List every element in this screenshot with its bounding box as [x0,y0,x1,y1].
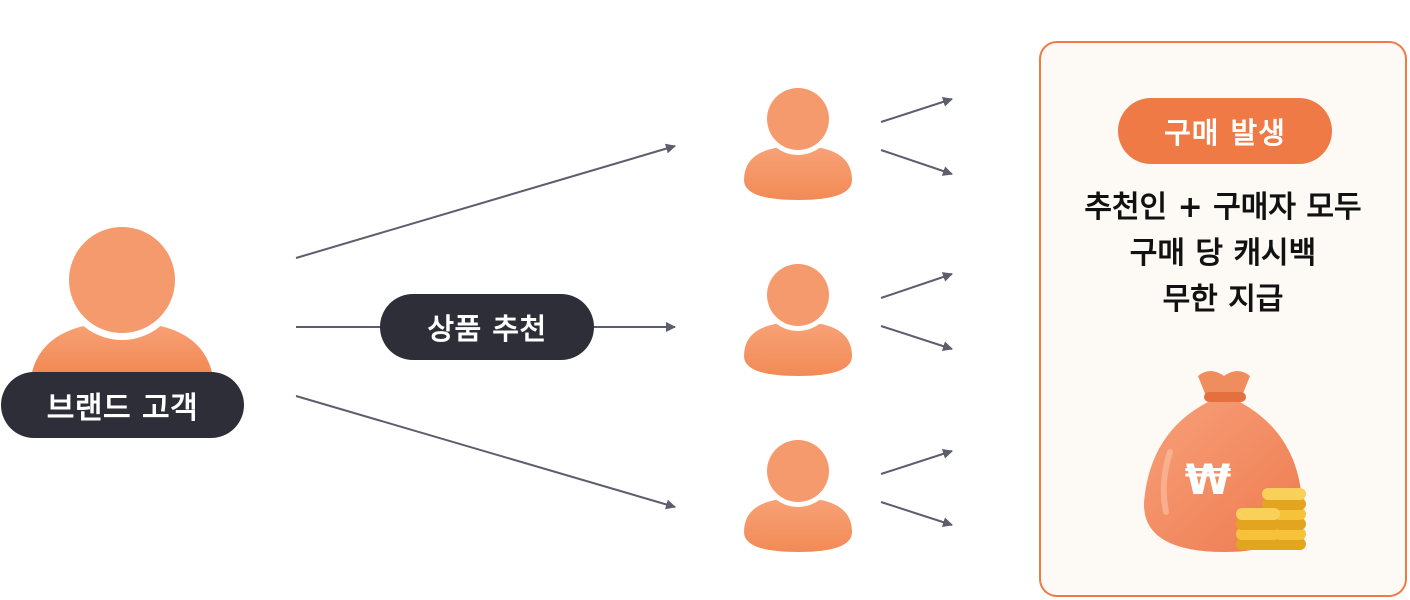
brand-customer-text: 브랜드 고객 [46,391,199,426]
brand-customer-person-icon [32,220,212,372]
coin-stack-short [1236,508,1280,550]
branch-arrow [880,272,953,299]
reward-line-2: 구매 당 캐시백 [1129,236,1317,271]
money-bag-icon [1143,371,1306,552]
reward-line-3: 무한 지급 [1162,282,1284,317]
recommended-person-icon-bottom [744,435,852,552]
branch-arrow [880,325,953,351]
recommended-person-icon-top [744,83,852,200]
won-currency-symbol: ₩ [1184,455,1232,504]
branch-arrow [880,149,953,176]
arrow-to-top-person [295,143,676,259]
purchase-badge: 구매 발생 [1118,98,1332,164]
purchase-badge-text: 구매 발생 [1164,116,1286,150]
branch-arrow [880,501,953,527]
recommended-person-icon-middle [744,259,852,376]
branch-arrows [880,97,953,527]
branch-arrow [880,97,953,123]
product-recommend-label: 상품 추천 [380,294,594,360]
arrow-to-bottom-person [295,395,676,510]
product-recommend-text: 상품 추천 [427,312,547,346]
branch-arrow [880,449,953,475]
brand-customer-label: 브랜드 고객 [1,372,244,438]
reward-line-1: 추천인 + 구매자 모두 [1084,190,1362,225]
